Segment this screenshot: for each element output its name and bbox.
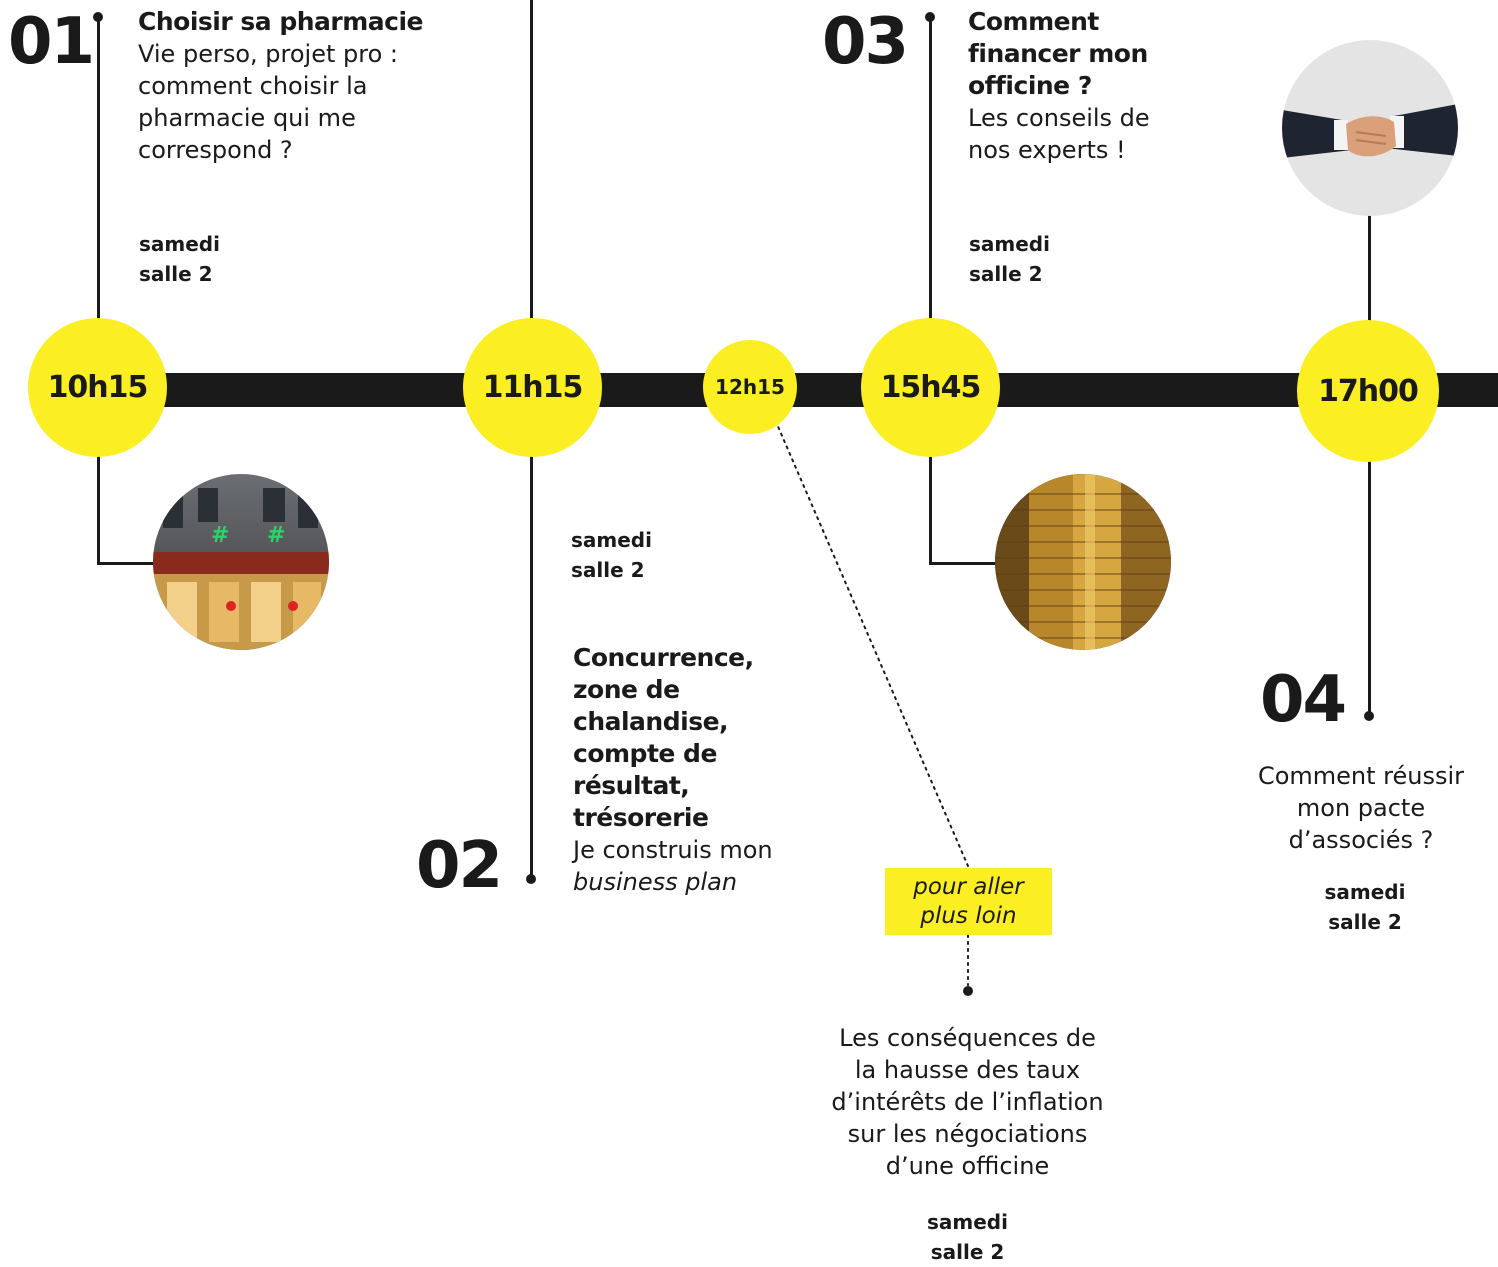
connector-03-dot	[925, 12, 935, 22]
connector-04-bottom	[1368, 455, 1371, 715]
time-label: 12h15	[715, 375, 785, 399]
time-circle-2: 11h15	[463, 318, 602, 457]
session-room: salle 2	[571, 558, 645, 582]
time-circle-4: 15h45	[861, 318, 1000, 457]
connector-02-bottom	[530, 455, 533, 875]
session-room: salle 2	[139, 262, 213, 286]
connector-01-bottom	[97, 455, 100, 565]
session-04-meta: samedi salle 2	[1300, 877, 1430, 937]
time-label: 10h15	[47, 370, 149, 405]
session-day: samedi	[969, 232, 1050, 256]
session-day: samedi	[927, 1210, 1008, 1234]
session-03-meta: samedi salle 2	[969, 229, 1050, 289]
gold-coins-photo	[995, 474, 1171, 650]
session-04-description: Comment réussir mon pacte d’associés ?	[1257, 762, 1465, 854]
timeline-bar	[150, 373, 1498, 407]
session-room: salle 2	[969, 262, 1043, 286]
session-title: Choisir sa pharmacie	[138, 7, 423, 36]
time-circle-5: 17h00	[1297, 320, 1439, 462]
session-number: 03	[822, 5, 909, 79]
time-circle-1: 10h15	[28, 318, 167, 457]
connector-04-dot	[1364, 711, 1374, 721]
pharmacy-storefront-photo: # #	[153, 474, 329, 650]
further-reading-description: Les conséquences de la hausse des taux d…	[831, 1024, 1104, 1180]
session-room: salle 2	[1328, 910, 1402, 934]
further-reading-meta: samedi salle 2	[900, 1207, 1035, 1267]
session-day: samedi	[139, 232, 220, 256]
connector-02-dot	[526, 874, 536, 884]
session-day: samedi	[571, 528, 652, 552]
session-description: Vie perso, projet pro : comment choisir …	[138, 40, 398, 164]
handshake-photo	[1282, 40, 1458, 216]
session-number: 04	[1260, 663, 1347, 737]
session-title: Comment financer mon officine ?	[968, 7, 1148, 100]
session-02-text: Concurrence, zone de chalandise, compte …	[573, 642, 813, 898]
connector-01-photo-line	[97, 562, 157, 565]
connector-02-top	[530, 0, 533, 320]
connector-03-photo-line	[929, 562, 999, 565]
connector-04-top	[1368, 215, 1371, 325]
session-number: 01	[8, 5, 95, 79]
time-circle-3: 12h15	[703, 340, 797, 434]
session-description: Les conseils de nos experts !	[968, 104, 1150, 164]
session-title: Concurrence, zone de chalandise, compte …	[573, 643, 754, 832]
connector-03-bottom	[929, 455, 932, 565]
session-03-text: Comment financer mon officine ? Les cons…	[968, 6, 1198, 166]
further-reading-label: pour aller plus loin	[885, 868, 1052, 935]
session-description: Je construis mon business plan	[573, 836, 773, 896]
connector-03-top	[929, 17, 932, 320]
session-number: 02	[416, 829, 503, 903]
time-label: 17h00	[1318, 373, 1419, 409]
session-room: salle 2	[930, 1240, 1005, 1264]
session-day: samedi	[1324, 880, 1406, 904]
svg-text:#: #	[267, 523, 285, 548]
connector-01-top	[97, 17, 100, 320]
svg-text:#: #	[211, 523, 229, 548]
time-label: 11h15	[482, 370, 584, 405]
session-01-meta: samedi salle 2	[139, 229, 220, 289]
time-label: 15h45	[880, 370, 982, 405]
session-02-meta: samedi salle 2	[571, 525, 652, 585]
connector-01-dot	[93, 12, 103, 22]
session-01-text: Choisir sa pharmacie Vie perso, projet p…	[138, 6, 458, 166]
